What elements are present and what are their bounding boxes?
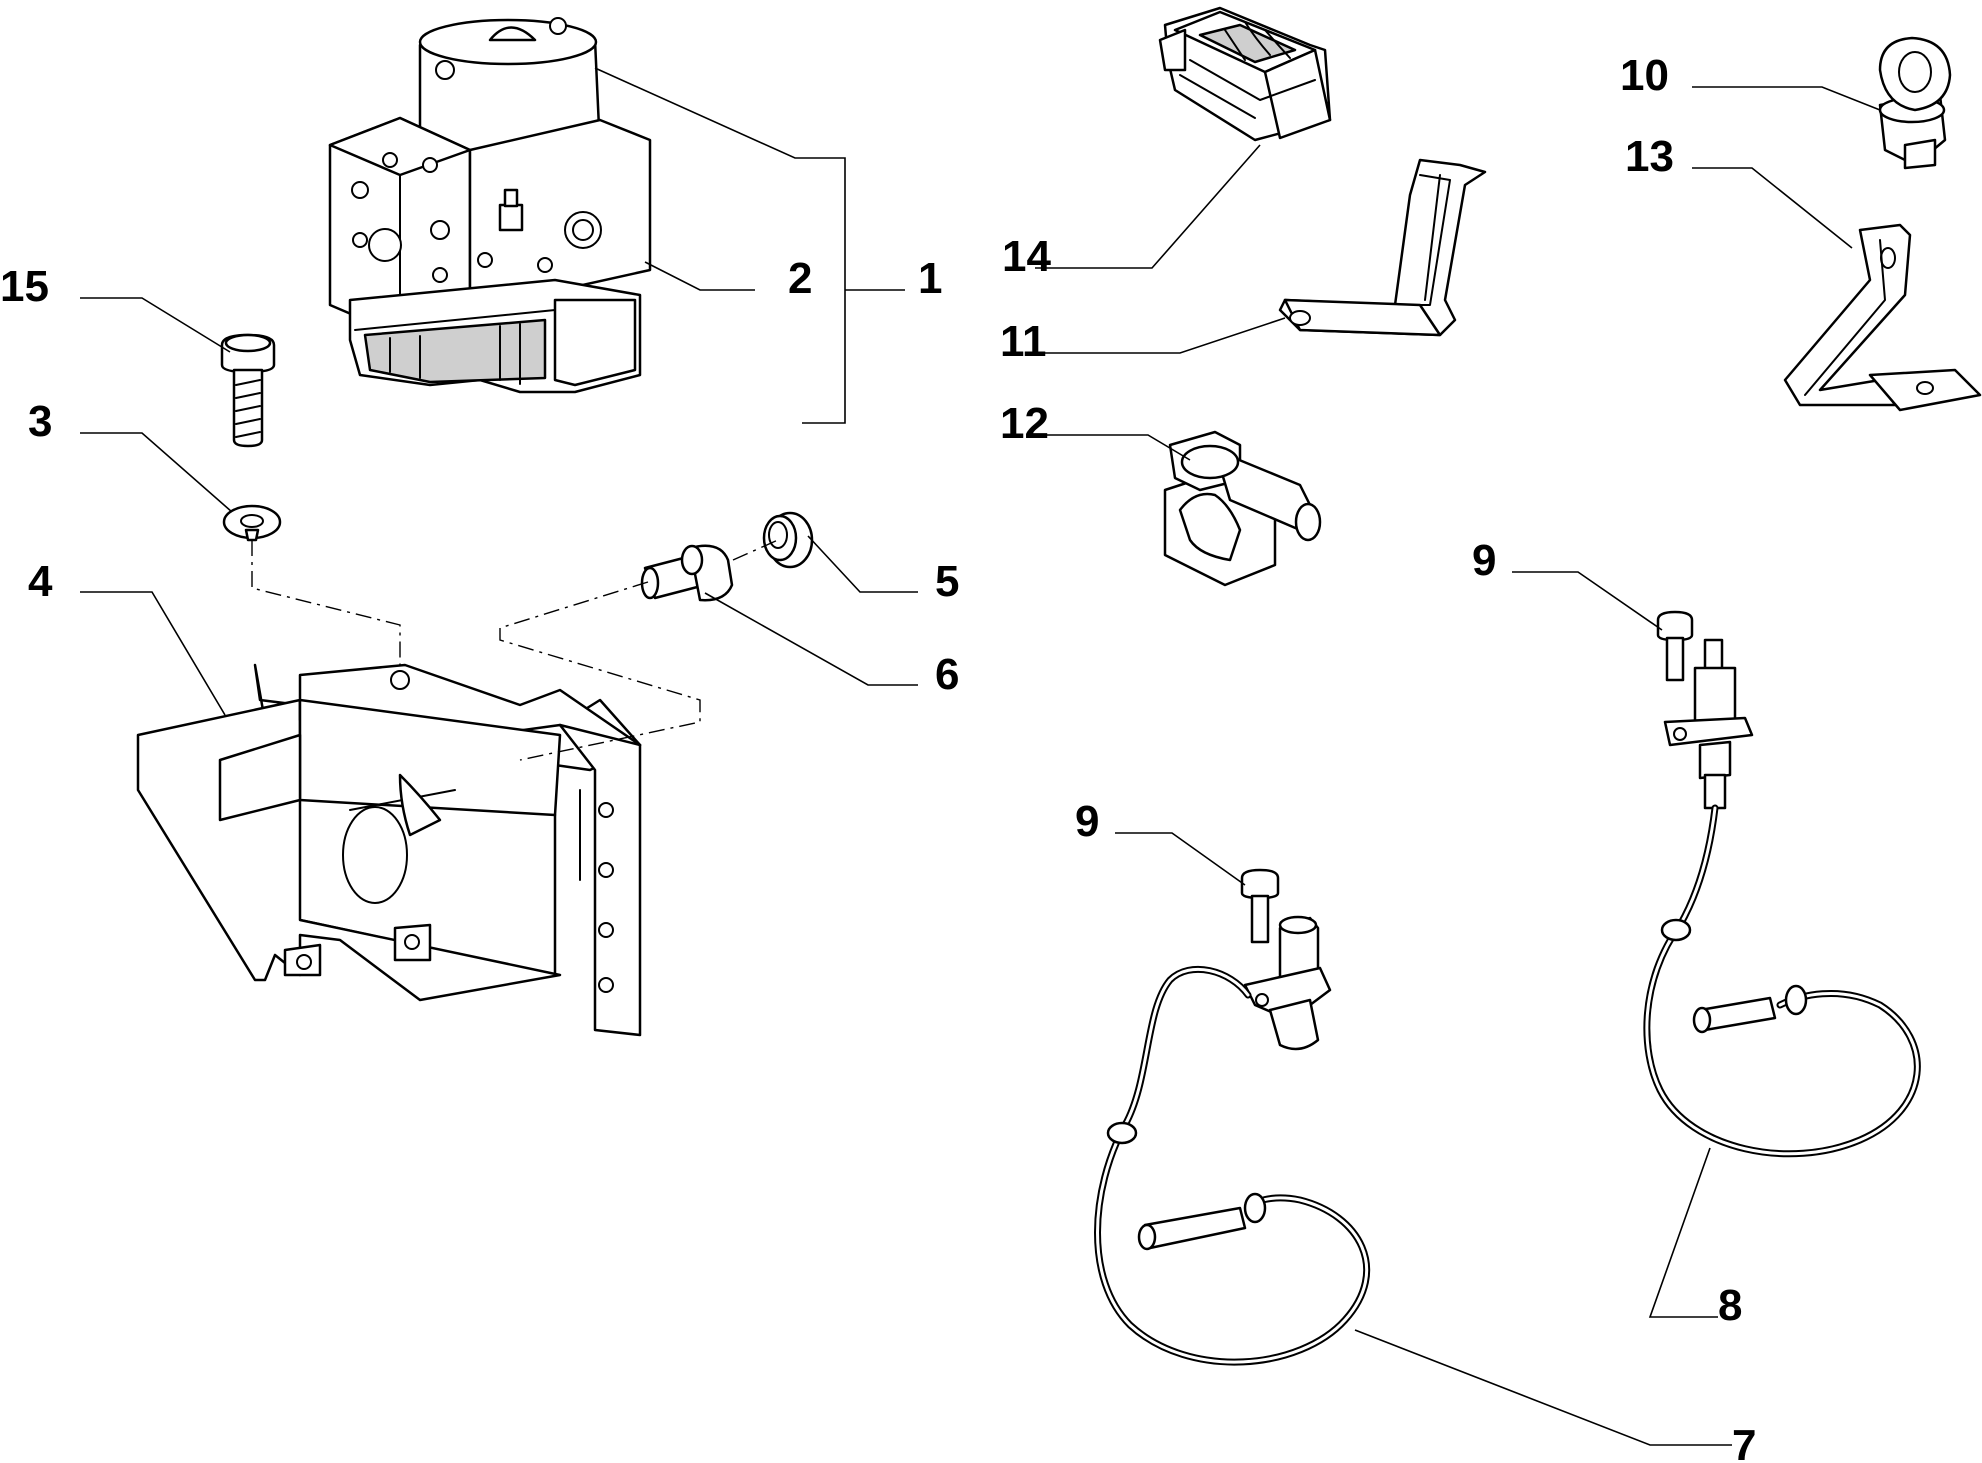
callout-6: 6	[935, 650, 959, 699]
cable-bracket-11	[1278, 158, 1487, 337]
callout-15: 15	[0, 262, 49, 311]
small-bracket-13	[1783, 223, 1982, 412]
callout-10: 10	[1620, 51, 1669, 100]
pipe-clip-12	[1163, 430, 1322, 587]
callout-11: 11	[1000, 317, 1047, 366]
bolt-15	[220, 333, 276, 448]
callout-4: 4	[28, 557, 53, 606]
grommet-5	[762, 511, 814, 569]
bolt-9-upper	[1656, 610, 1694, 682]
callout-8: 8	[1718, 1281, 1742, 1330]
mounting-bracket-4	[136, 663, 642, 1037]
wheel-speed-sensor-7	[1094, 915, 1371, 1366]
callout-9-upper: 9	[1472, 536, 1496, 585]
assembly-lines	[251, 539, 779, 761]
callout-14: 14	[1002, 232, 1051, 281]
callout-3: 3	[28, 397, 52, 446]
callout-12: 12	[1000, 399, 1049, 448]
leader-lines	[80, 67, 1881, 1446]
screw-6	[640, 544, 734, 602]
callout-1: 1	[918, 254, 942, 303]
callout-7: 7	[1732, 1421, 1756, 1463]
callout-labels: 1 2 3 4 5 6 7 8 9 9 10 11 12 13 14 15	[0, 51, 1756, 1463]
cap-10	[1878, 36, 1952, 170]
callout-13: 13	[1625, 132, 1674, 181]
abs-modulator-unit	[328, 17, 652, 394]
washer-3	[222, 504, 282, 542]
bolt-9-lower	[1240, 868, 1280, 944]
connector-holder-14	[1158, 6, 1332, 142]
callout-5: 5	[935, 557, 959, 606]
callout-2: 2	[788, 254, 812, 303]
callout-9-lower: 9	[1075, 797, 1099, 846]
wheel-speed-sensor-8	[1643, 638, 1921, 1158]
